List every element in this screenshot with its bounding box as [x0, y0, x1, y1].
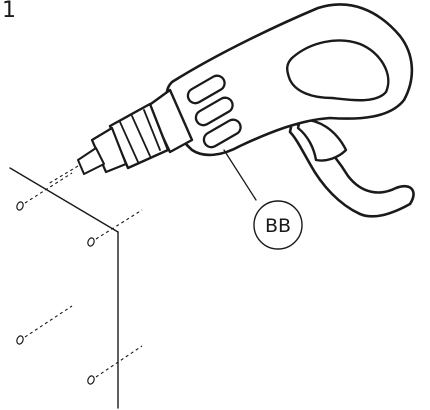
screw-holes [16, 172, 143, 385]
screw-hole-top-left [16, 172, 73, 211]
screw-hole-bottom-right [87, 345, 143, 385]
screw-hole-bottom-left [16, 305, 73, 345]
drill-icon [47, 3, 415, 218]
callout-bb: BB [223, 149, 303, 250]
step-number: 1 [2, 0, 16, 23]
screw-hole-top-right [87, 209, 143, 247]
panel-corner-icon [9, 167, 119, 409]
callout-label: BB [265, 215, 291, 237]
